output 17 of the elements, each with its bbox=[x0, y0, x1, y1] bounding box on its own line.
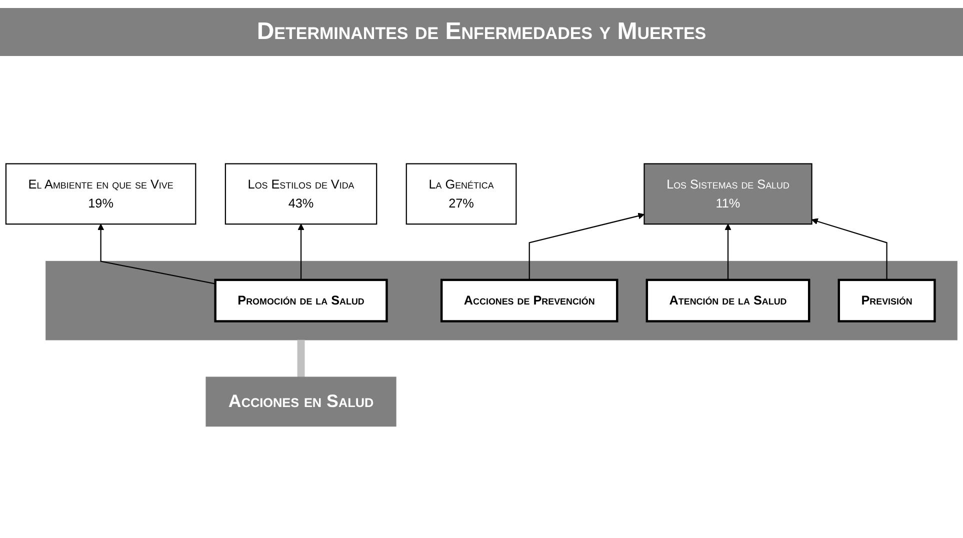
node-box: El Ambiente en que se Vive 19% bbox=[5, 163, 196, 225]
node-box: Los Sistemas de Salud 11% bbox=[644, 163, 812, 225]
arrow bbox=[98, 224, 216, 284]
node-box: Promoción de la Salud bbox=[214, 278, 388, 322]
connector bbox=[297, 340, 305, 378]
arrow bbox=[528, 212, 645, 280]
node-box: La Genética 27% bbox=[406, 163, 517, 225]
node-box: Los Estilos de Vida 43% bbox=[224, 163, 378, 225]
arrow bbox=[724, 224, 732, 280]
node-box: Acciones de Prevención bbox=[440, 278, 618, 322]
arrow bbox=[298, 224, 304, 280]
title-banner: Determinantes de Enfermedades y Muertes bbox=[0, 8, 963, 56]
cluster bbox=[46, 260, 958, 340]
arrow bbox=[811, 218, 888, 280]
node-box: Previsión bbox=[838, 278, 936, 322]
node-box: Acciones en Salud bbox=[206, 376, 396, 427]
node-box: Atención de la Salud bbox=[646, 278, 810, 322]
